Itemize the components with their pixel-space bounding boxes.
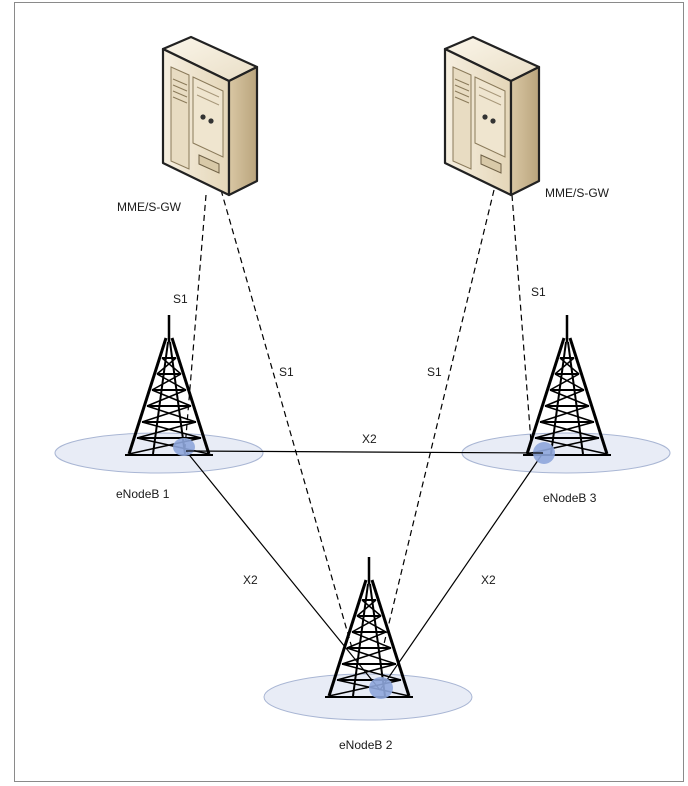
x2-link-enodeb1-enodeb2 [185,450,381,691]
s1-link-server2-enodeb3 [511,194,532,443]
enodeb-1-antenna-dot [173,438,195,456]
enodeb-2-label: eNodeB 2 [339,738,393,752]
s1-link-server2-enodeb2 [382,189,495,649]
s1-label-left-inner: S1 [279,365,294,379]
s1-label-right-outer: S1 [531,285,546,299]
x2-links [185,450,544,691]
enodeb-3-antenna-dot [533,442,555,464]
mme-server-2-icon [443,35,541,197]
enodeb-1-label: eNodeB 1 [116,487,170,501]
x2-link-ends [186,450,543,454]
s1-label-right-inner: S1 [427,365,442,379]
x2-label-top: X2 [362,432,377,446]
s1-links [184,189,532,649]
server-2-label: MME/S-GW [545,186,609,200]
enodeb-2-antenna-dot [369,677,393,699]
server-1-label: MME/S-GW [117,200,181,214]
s1-link-server1-enodeb2 [220,189,353,649]
x2-label-left: X2 [243,573,258,587]
mme-server-1-icon [161,35,259,197]
x2-link-enodeb3-enodeb2 [379,452,544,691]
enodeb-1-coverage [54,432,264,474]
s1-label-left-outer: S1 [173,292,188,306]
x2-link-enodeb1-enodeb3 [185,450,544,454]
enodeb-3-label: eNodeB 3 [543,491,597,505]
x2-label-right: X2 [481,573,496,587]
